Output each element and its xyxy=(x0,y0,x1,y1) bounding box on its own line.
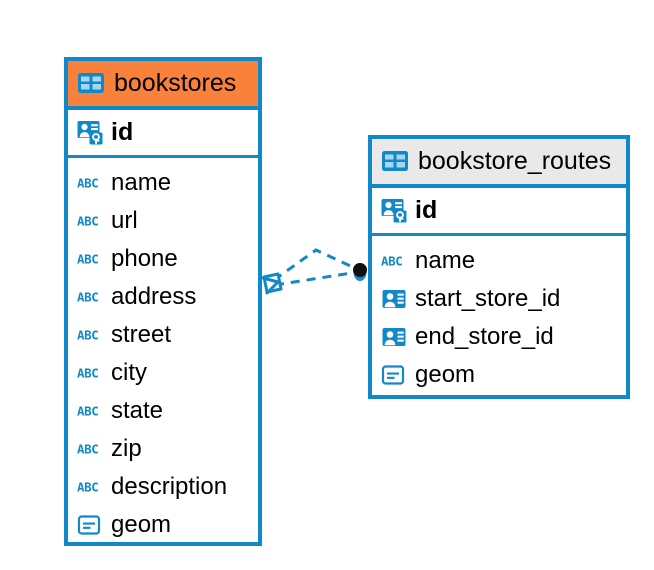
entity-title: bookstore_routes xyxy=(418,146,612,175)
field-row-geom[interactable]: geom xyxy=(68,506,258,544)
svg-text:ABC: ABC xyxy=(77,252,98,266)
relationship-connector[interactable] xyxy=(258,238,376,304)
field-label: street xyxy=(111,321,172,348)
foreign-key-icon xyxy=(381,326,407,348)
field-row-end-store-id[interactable]: end_store_id xyxy=(372,318,626,356)
text-type-icon: ABC xyxy=(77,404,103,418)
text-type-icon: ABC xyxy=(77,214,103,228)
entity-table-bookstores[interactable]: bookstores id xyxy=(64,57,262,546)
geometry-type-icon xyxy=(381,364,407,386)
svg-text:ABC: ABC xyxy=(77,214,98,228)
field-label: start_store_id xyxy=(415,285,561,312)
svg-text:ABC: ABC xyxy=(77,404,98,418)
filled-circle-marker xyxy=(353,263,367,281)
field-label: state xyxy=(111,397,164,424)
table-icon xyxy=(77,72,105,94)
foreign-key-icon xyxy=(381,288,407,310)
field-row-name[interactable]: ABC name xyxy=(372,242,626,280)
table-icon xyxy=(381,150,409,172)
primary-key-row-bookstores[interactable]: id xyxy=(68,110,258,158)
field-row-address[interactable]: ABC address xyxy=(68,278,258,316)
crows-foot-marker xyxy=(261,272,283,295)
field-label: name xyxy=(415,247,476,274)
text-type-icon: ABC xyxy=(77,328,103,342)
geometry-type-icon xyxy=(77,514,103,536)
entity-header-bookstore-routes[interactable]: bookstore_routes xyxy=(372,139,626,188)
text-type-icon: ABC xyxy=(77,442,103,456)
field-row-start-store-id[interactable]: start_store_id xyxy=(372,280,626,318)
primary-key-icon xyxy=(381,197,407,223)
entity-header-bookstores[interactable]: bookstores xyxy=(68,61,258,110)
field-label: phone xyxy=(111,245,178,272)
text-type-icon: ABC xyxy=(381,254,407,268)
field-row-phone[interactable]: ABC phone xyxy=(68,240,258,278)
svg-text:ABC: ABC xyxy=(77,480,98,494)
text-type-icon: ABC xyxy=(77,480,103,494)
text-type-icon: ABC xyxy=(77,252,103,266)
field-row-street[interactable]: ABC street xyxy=(68,316,258,354)
svg-text:ABC: ABC xyxy=(77,442,98,456)
field-label: id xyxy=(415,195,438,224)
text-type-icon: ABC xyxy=(77,366,103,380)
field-label: end_store_id xyxy=(415,323,554,350)
field-list-bookstore-routes: ABC name start_store_id xyxy=(372,236,626,398)
field-label: id xyxy=(111,117,134,146)
svg-text:ABC: ABC xyxy=(381,254,402,268)
field-label: city xyxy=(111,359,147,386)
entity-title: bookstores xyxy=(114,68,237,97)
svg-text:ABC: ABC xyxy=(77,328,98,342)
relationship-line-lower xyxy=(274,270,359,287)
field-row-state[interactable]: ABC state xyxy=(68,392,258,430)
field-row-zip[interactable]: ABC zip xyxy=(68,430,258,468)
field-label: name xyxy=(111,169,172,196)
relationship-line-upper xyxy=(273,248,360,282)
primary-key-icon xyxy=(77,119,103,145)
field-label: address xyxy=(111,283,197,310)
field-row-city[interactable]: ABC city xyxy=(68,354,258,392)
field-label: description xyxy=(111,473,228,500)
field-row-name[interactable]: ABC name xyxy=(68,164,258,202)
field-label: url xyxy=(111,207,138,234)
primary-key-row-bookstore-routes[interactable]: id xyxy=(372,188,626,236)
field-row-description[interactable]: ABC description xyxy=(68,468,258,506)
entity-table-bookstore-routes[interactable]: bookstore_routes id xyxy=(368,135,630,399)
field-label: geom xyxy=(111,511,172,538)
field-list-bookstores: ABC name ABC url ABC p xyxy=(68,158,258,548)
field-label: zip xyxy=(111,435,142,462)
svg-text:ABC: ABC xyxy=(77,176,98,190)
text-type-icon: ABC xyxy=(77,290,103,304)
svg-text:ABC: ABC xyxy=(77,366,98,380)
text-type-icon: ABC xyxy=(77,176,103,190)
field-row-geom[interactable]: geom xyxy=(372,356,626,394)
field-row-url[interactable]: ABC url xyxy=(68,202,258,240)
svg-text:ABC: ABC xyxy=(77,290,98,304)
field-label: geom xyxy=(415,361,476,388)
